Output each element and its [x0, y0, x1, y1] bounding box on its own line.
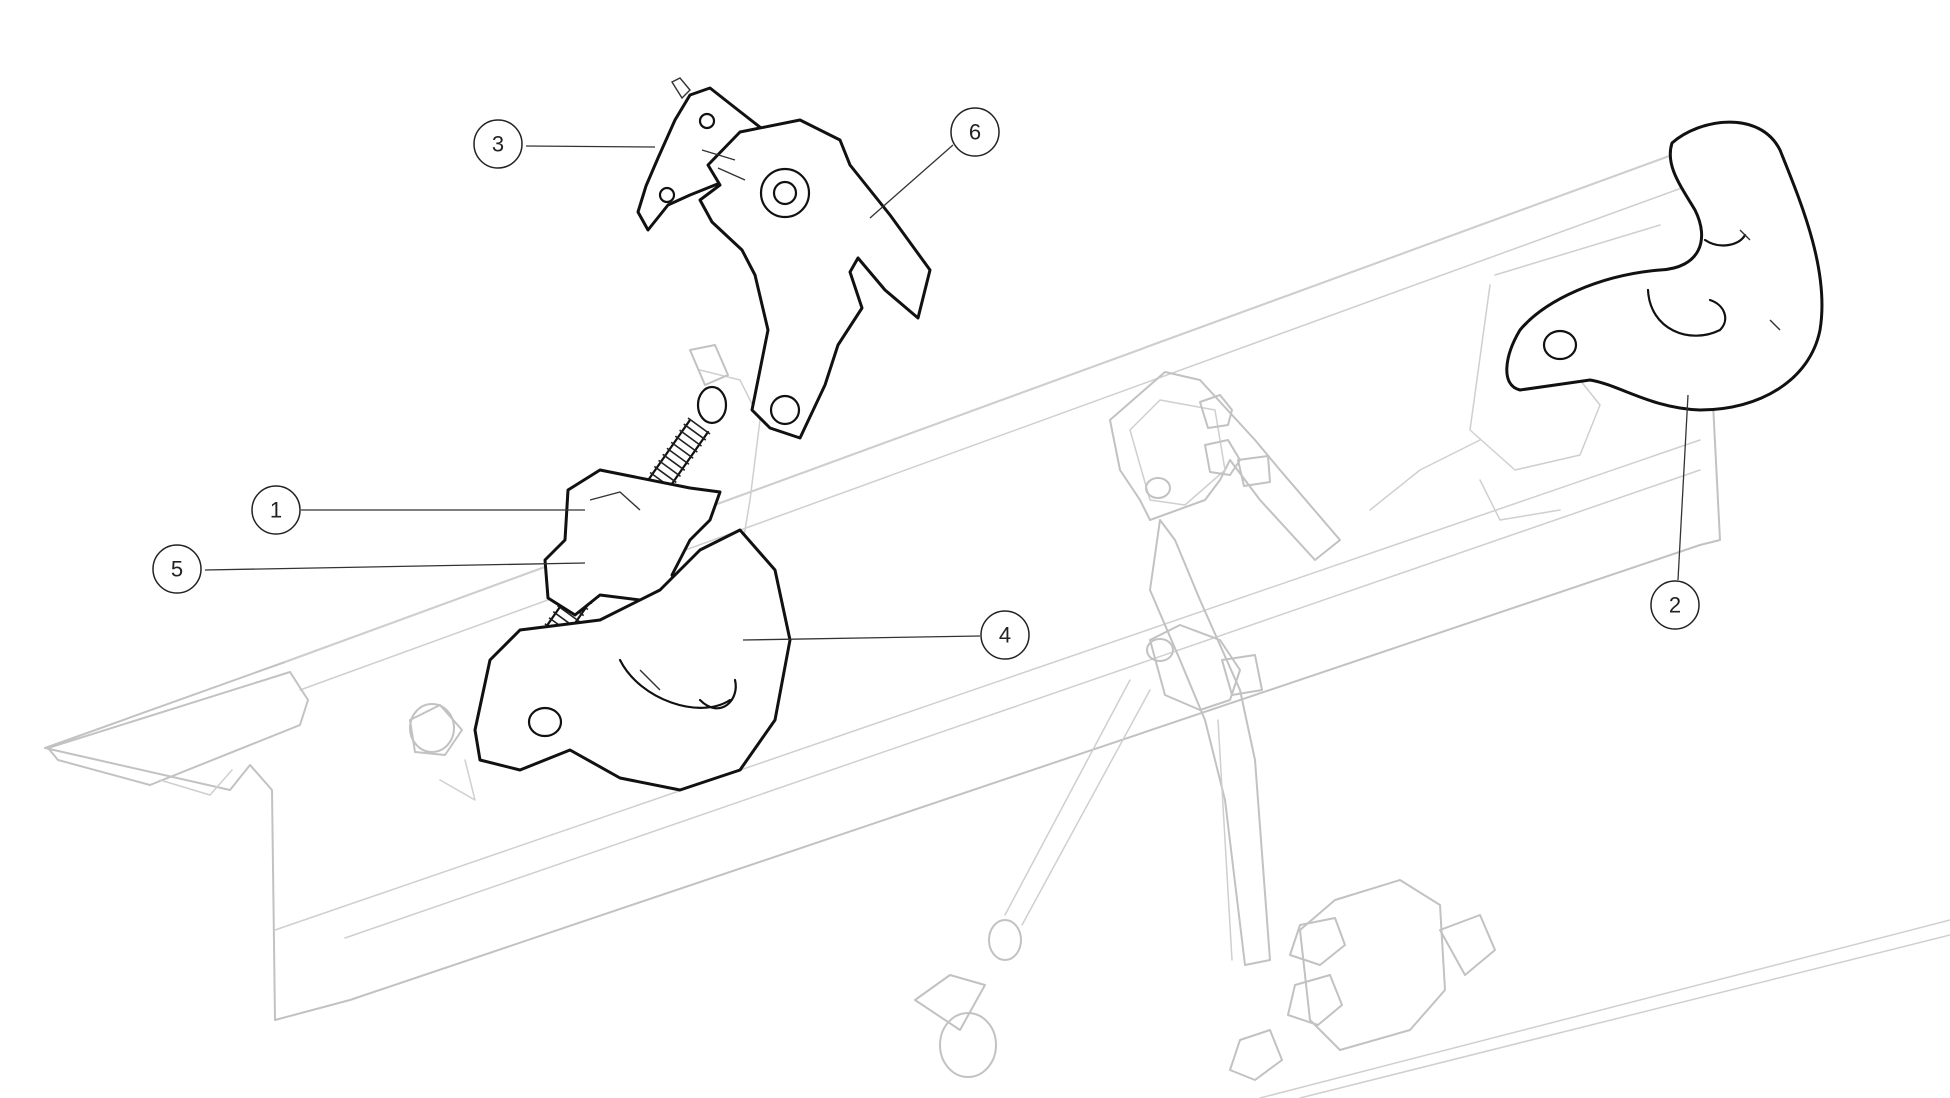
callout-6: 6 [950, 107, 1000, 157]
leader-5 [204, 562, 586, 571]
spring-coil [666, 447, 690, 465]
spring-coil [653, 465, 677, 484]
leader-3 [525, 145, 656, 148]
callout-1: 1 [251, 485, 301, 535]
callout-label-2: 2 [1669, 593, 1681, 618]
part-4-clamp [473, 528, 792, 792]
leader-6 [869, 144, 954, 219]
callout-label-4: 4 [999, 623, 1011, 648]
callout-4: 4 [980, 610, 1030, 660]
callout-3: 3 [473, 119, 523, 169]
callout-label-1: 1 [270, 498, 282, 523]
callout-2: 2 [1650, 580, 1700, 630]
callout-label-3: 3 [492, 132, 504, 157]
callout-label-6: 6 [969, 120, 981, 145]
spring-coil [687, 417, 711, 435]
part-2-bracket [1505, 120, 1824, 412]
leader-lines [204, 144, 1689, 641]
callout-label-5: 5 [171, 557, 183, 582]
spring-coil [683, 423, 707, 441]
leader-4 [742, 635, 981, 641]
spring-coil [674, 435, 698, 453]
ghost-spring [1004, 679, 1151, 926]
spring-coil [557, 604, 580, 623]
part-3-plate [636, 77, 772, 232]
leader-2 [1677, 394, 1689, 581]
spring-coil [679, 429, 703, 447]
part-6-bracket [698, 118, 932, 440]
spring-coil [658, 459, 681, 478]
ghosted-frame-assembly [44, 149, 1950, 1098]
spring-coil [662, 453, 686, 471]
spring-coil [670, 441, 694, 459]
callout-5: 5 [152, 544, 202, 594]
